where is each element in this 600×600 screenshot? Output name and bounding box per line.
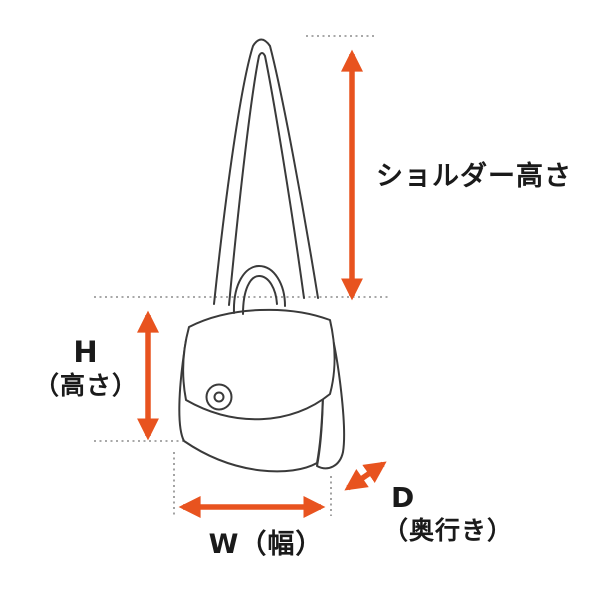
label-depth: D （奥行き） (383, 480, 513, 546)
depth-arrow (344, 461, 387, 491)
label-height-kanji: （高さ） (33, 371, 138, 401)
label-height-letter: H (73, 335, 99, 369)
bag-strap-inner (228, 52, 305, 306)
label-shoulder-height: ショルダー高さ (376, 161, 572, 192)
bag-handle-outer (232, 265, 286, 314)
label-depth-kanji: （奥行き） (383, 516, 514, 545)
bag-flap (182, 308, 336, 421)
bag-clasp-inner (213, 391, 225, 403)
label-depth-letter: D (391, 481, 416, 514)
label-height: H （高さ） (30, 334, 142, 402)
bag-clasp-outer (205, 383, 233, 411)
label-width: W（幅） (208, 529, 324, 560)
bag-strap-outer (213, 38, 319, 305)
bag-handle-inner (242, 275, 278, 315)
